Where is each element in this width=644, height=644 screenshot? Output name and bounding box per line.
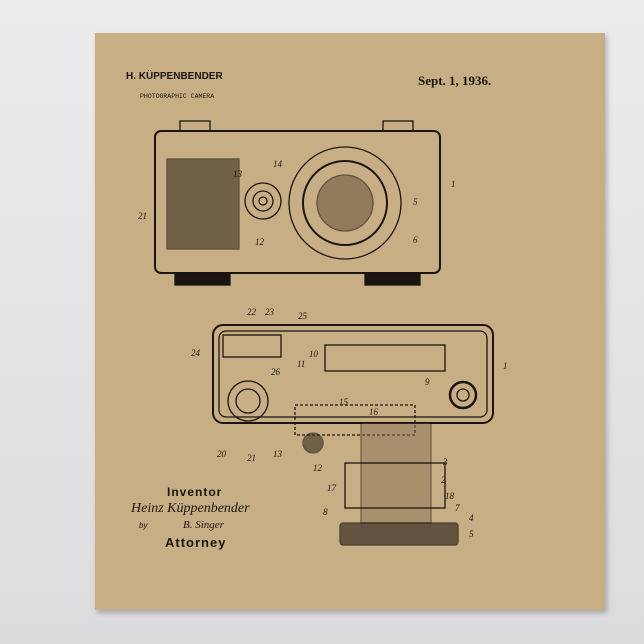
figure-label: 13	[233, 169, 243, 179]
figure-label: 16	[369, 407, 379, 417]
attorney-signature: B. Singer	[183, 519, 224, 531]
figure-label: 8	[323, 507, 328, 517]
figure-2-camera-section	[213, 325, 493, 545]
figure-label: 26	[271, 367, 281, 377]
figure-label: 21	[247, 453, 256, 463]
figure-label: 25	[298, 311, 308, 321]
attorney-label: Attorney	[165, 535, 226, 550]
patent-poster: H. KÜPPENBENDER PHOTOGRAPHIC CAMERA Sept…	[95, 33, 605, 610]
figure-1-camera-front	[155, 121, 440, 285]
figure-label: 20	[217, 449, 227, 459]
by-label: by	[139, 521, 147, 530]
figure-label: 4	[469, 513, 474, 523]
figure-label: 5	[413, 197, 418, 207]
figure-label: 11	[297, 359, 305, 369]
figure-label: 14	[273, 159, 283, 169]
inventor-signature: Heinz Küppenbender	[131, 501, 250, 517]
figure-label: 2	[441, 475, 446, 485]
figure-label: 5	[469, 529, 474, 539]
figure-label: 13	[273, 449, 283, 459]
figure-label: 10	[309, 349, 319, 359]
figure-label: 7	[455, 503, 460, 513]
figure-label: 12	[255, 237, 265, 247]
figure-label: 23	[265, 307, 275, 317]
figure-label: 1	[503, 361, 508, 371]
figure-label: 3	[442, 457, 448, 467]
figure-label: 12	[313, 463, 323, 473]
inventor-label: Inventor	[167, 485, 222, 499]
figure-label: 9	[425, 377, 430, 387]
figure-label: 21	[138, 211, 147, 221]
figure-label: 1	[451, 179, 456, 189]
patent-drawing: 14 13 12 21 1 5 6 22 23 25 24 26	[95, 33, 605, 610]
figure-label: 24	[191, 348, 201, 358]
figure-label: 6	[413, 235, 418, 245]
figure-label: 18	[445, 491, 455, 501]
figure-label: 22	[247, 307, 257, 317]
figure-label: 17	[327, 483, 337, 493]
figure-label: 15	[339, 397, 349, 407]
